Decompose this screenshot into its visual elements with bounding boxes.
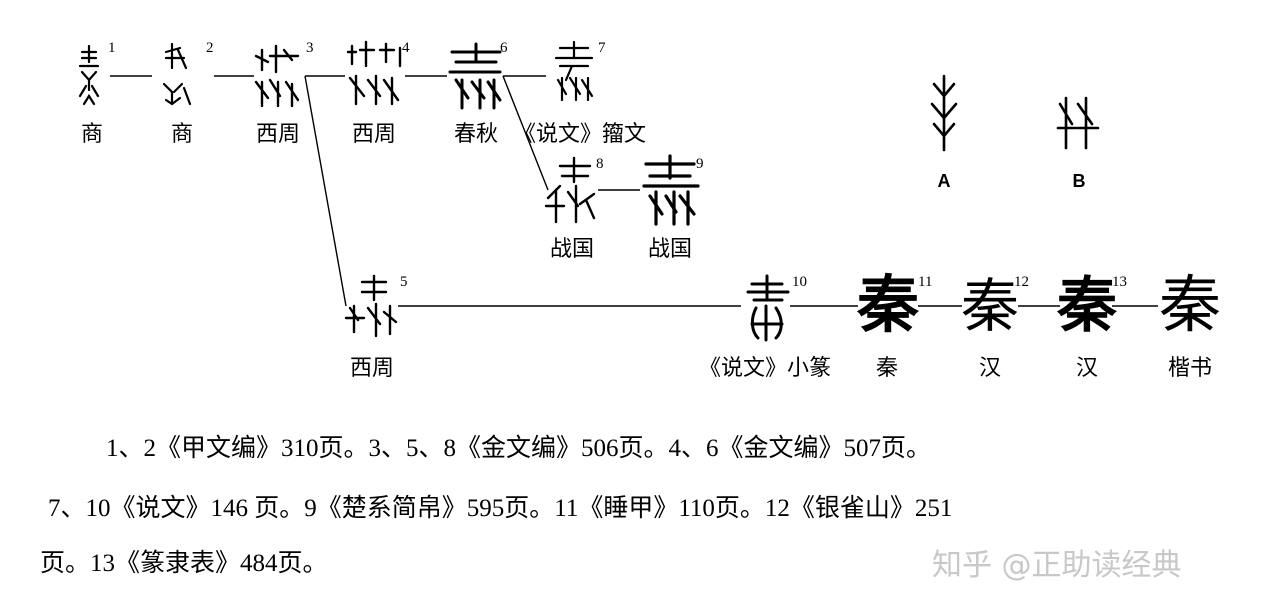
component-a-label: A <box>938 171 951 191</box>
source-line-2: 7、10《说文》146 页。9《楚系简帛》595页。11《睡甲》110页。12《… <box>48 495 953 522</box>
period-label-10: 《说文》小篆 <box>699 356 831 381</box>
glyph-13: 秦 <box>1056 271 1118 341</box>
node-number-8: 8 <box>596 156 604 172</box>
glyph-3 <box>254 44 300 108</box>
connector-3-5 <box>304 75 347 307</box>
glyph-10 <box>746 274 790 342</box>
node-number-4: 4 <box>402 40 410 56</box>
period-labels: 商 商 西周 西周 春秋 《说文》籀文 战国 战国 西周 《说文》小篆 秦 汉 … <box>81 122 1212 381</box>
period-label-12: 汉 <box>979 356 1001 381</box>
node-numbers: 1 2 3 4 6 7 8 9 5 10 11 12 13 <box>108 40 1127 290</box>
node-number-6: 6 <box>500 40 508 56</box>
period-label-4: 西周 <box>352 122 396 147</box>
watermark: 知乎 @正助读经典 <box>932 548 1182 583</box>
period-label-13: 汉 <box>1076 356 1098 381</box>
glyph-2 <box>162 42 192 106</box>
connector-6-8 <box>502 75 549 191</box>
node-number-9: 9 <box>696 156 704 172</box>
node-number-11: 11 <box>918 274 932 290</box>
node-number-3: 3 <box>306 40 314 56</box>
glyph-5 <box>344 274 398 338</box>
node-number-5: 5 <box>400 274 408 290</box>
glyph-final: 秦 <box>1159 268 1221 341</box>
period-label-5: 西周 <box>350 356 394 381</box>
glyph-7 <box>554 40 594 102</box>
source-line-1: 1、2《甲文编》310页。3、5、8《金文编》506页。4、6《金文编》507页… <box>106 435 932 462</box>
period-label-2: 商 <box>171 122 193 147</box>
period-label-9: 战国 <box>648 237 692 262</box>
node-number-2: 2 <box>206 40 214 56</box>
node-number-1: 1 <box>108 40 116 56</box>
period-label-1: 商 <box>81 122 103 147</box>
component-b-label: B <box>1073 171 1086 191</box>
node-number-13: 13 <box>1112 274 1127 290</box>
glyph-12: 秦 <box>961 272 1019 340</box>
period-label-8: 战国 <box>550 237 594 262</box>
component-a-glyph <box>930 74 958 152</box>
period-label-7: 《说文》籀文 <box>514 122 646 147</box>
glyph-4 <box>346 40 402 106</box>
period-label-3: 西周 <box>256 122 300 147</box>
node-number-12: 12 <box>1014 274 1029 290</box>
glyph-9 <box>642 154 700 226</box>
glyph-1 <box>78 44 100 106</box>
period-label-6: 春秋 <box>454 122 498 147</box>
glyph-6 <box>448 42 502 110</box>
component-b-glyph <box>1056 96 1100 150</box>
glyph-8 <box>544 156 596 224</box>
period-label-11: 秦 <box>876 356 898 381</box>
node-number-10: 10 <box>792 274 807 290</box>
period-label-final: 楷书 <box>1168 356 1212 381</box>
source-line-3: 页。13《篆隶表》484页。 <box>40 550 328 577</box>
connector-lines <box>110 75 1158 307</box>
node-number-7: 7 <box>598 40 606 56</box>
glyph-11: 秦 <box>856 268 920 341</box>
